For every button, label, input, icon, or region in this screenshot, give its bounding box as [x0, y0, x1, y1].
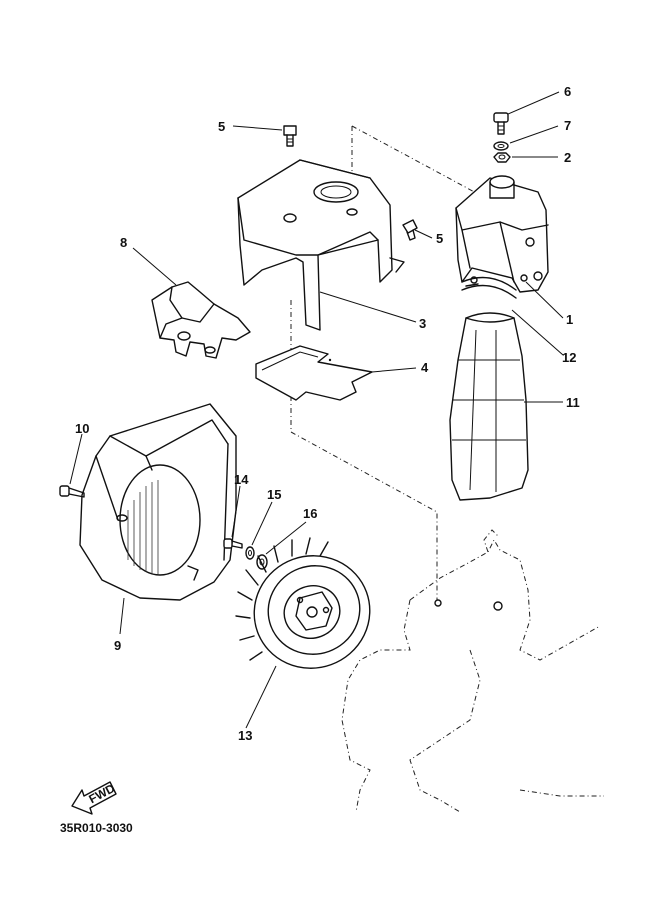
duct-hose-part-11	[449, 312, 529, 501]
assembly-guide-lines	[290, 125, 481, 600]
label-12: 12	[562, 350, 576, 365]
part-labels: 6 7 2 5 5 8 3 4 1 12 11 10 14 15 16 9 13	[75, 84, 580, 743]
label-15: 15	[267, 487, 281, 502]
label-9: 9	[114, 638, 121, 653]
label-7: 7	[564, 118, 571, 133]
label-5-top: 5	[218, 119, 225, 134]
bolt-part-6	[493, 112, 509, 135]
label-8: 8	[120, 235, 127, 250]
cooling-fan-part-13	[235, 537, 371, 669]
leader-lines	[69, 91, 564, 729]
engine-outline	[341, 529, 604, 813]
label-5-side: 5	[436, 231, 443, 246]
bracket-part-8	[151, 281, 251, 359]
figure-code: 35R010-3030	[60, 821, 133, 835]
label-13: 13	[238, 728, 252, 743]
shroud-cover-part-3	[237, 159, 405, 331]
label-16: 16	[303, 506, 317, 521]
label-4: 4	[421, 360, 429, 375]
bolt-part-5-top	[283, 125, 297, 147]
label-14: 14	[234, 472, 249, 487]
label-1: 1	[566, 312, 573, 327]
screw-part-10	[59, 485, 85, 498]
label-3: 3	[419, 316, 426, 331]
label-6: 6	[564, 84, 571, 99]
label-2: 2	[564, 150, 571, 165]
label-11: 11	[566, 395, 580, 410]
bolt-part-14	[223, 538, 243, 549]
label-10: 10	[75, 421, 89, 436]
hose-band-part-12	[461, 276, 517, 299]
bolt-part-5-side	[402, 219, 418, 241]
washer-part-7	[493, 141, 509, 151]
forward-arrow-icon: FWD	[71, 781, 117, 815]
washer-part-15	[245, 546, 255, 560]
duct-cover-part-1	[455, 175, 549, 293]
fan-housing-part-9	[79, 403, 237, 601]
nut-part-2	[493, 152, 511, 163]
gasket-part-4	[255, 345, 373, 401]
fwd-label: FWD	[86, 781, 117, 806]
